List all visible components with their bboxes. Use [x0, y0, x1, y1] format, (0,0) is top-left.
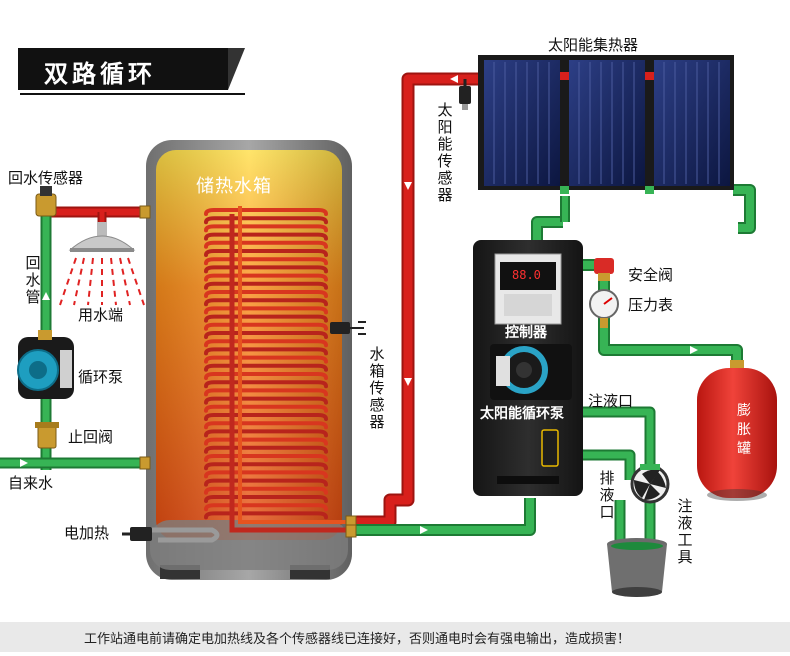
safety-valve [594, 258, 614, 281]
coil-turn [204, 347, 328, 356]
hot-user-pipe [46, 206, 142, 230]
label-fill-port: 注液口 [588, 392, 634, 410]
coil-turn [204, 331, 328, 339]
coil-turn [204, 257, 328, 266]
label-controller: 控制器 [505, 325, 547, 341]
cold-pipes [0, 184, 756, 545]
title-banner [18, 48, 245, 95]
label-tank: 储热水箱 [196, 176, 272, 197]
check-valve [35, 422, 59, 449]
label-heater: 电加热 [64, 524, 110, 542]
return-sensor-valve [35, 186, 57, 217]
coil-turn [204, 281, 328, 290]
tank-sensor-probe [330, 321, 366, 335]
tank-fittings [139, 205, 357, 538]
coil-turn [204, 486, 328, 495]
coil-turn [204, 249, 328, 257]
coil-turn [204, 380, 328, 389]
coil-turn [204, 208, 328, 216]
coil-turn [204, 372, 328, 380]
coil-turn [204, 273, 328, 282]
coil-turn [204, 511, 328, 520]
label-circ-pump: 循环泵 [78, 368, 124, 386]
label-return-sensor: 回水传感器 [8, 169, 84, 187]
coil-turn [204, 216, 328, 225]
label-collector: 太阳能集热器 [548, 36, 639, 54]
circulation-pump [17, 330, 74, 399]
coil-turn [204, 306, 328, 315]
label-safety-valve: 安全阀 [628, 266, 674, 284]
expansion-vessel [697, 360, 777, 501]
coil-turn [204, 339, 328, 348]
coil-turn [204, 363, 328, 372]
coil-turn [204, 503, 328, 512]
coil-turn [204, 454, 328, 462]
coil-turn [204, 470, 328, 479]
gauge-icon [589, 289, 619, 328]
coil-turn [204, 413, 328, 421]
coil-turn [204, 290, 328, 298]
warning-bar [0, 622, 790, 652]
label-return-pipe: 回水管 [25, 254, 41, 306]
coil-turn [204, 404, 328, 413]
coil-turn [204, 478, 328, 487]
coil-turn [204, 265, 328, 274]
coil-turn [204, 240, 328, 249]
coil-turn [204, 437, 328, 446]
label-solar-pump: 太阳能循环泵 [480, 406, 564, 422]
electric-heater [122, 527, 220, 543]
page-title: 双路循环 [44, 60, 156, 88]
coil-turn [204, 314, 328, 323]
label-solar-sensor: 太阳能传感器 [437, 101, 453, 204]
label-pressure-gauge: 压力表 [628, 296, 674, 314]
coil-pipes [229, 206, 352, 533]
solar-collector [478, 55, 734, 194]
label-drain-port: 排液口 [599, 469, 615, 521]
heat-exchanger-coil [204, 208, 328, 520]
label-tap-water: 自来水 [8, 474, 54, 492]
label-fill-tool: 注液工具 [677, 497, 693, 566]
coil-turn [204, 421, 328, 430]
pump-station [473, 240, 583, 496]
fill-bucket [607, 538, 667, 597]
coil-turn [204, 429, 328, 438]
coil-turn [204, 388, 328, 397]
label-check-valve: 止回阀 [68, 428, 114, 446]
lcd-display: 88.0 [512, 268, 541, 282]
coil-turn [204, 232, 328, 241]
coil-turn [204, 322, 328, 331]
label-expansion: 膨胀罐 [737, 403, 751, 457]
label-shower: 用水端 [78, 306, 124, 324]
fill-pump-icon [630, 464, 670, 504]
coil-turn [204, 298, 328, 307]
warning-text: 工作站通电前请确定电加热线及各个传感器线已连接好，否则通电时会有强电输出，造成损… [84, 632, 631, 647]
coil-turn [204, 396, 328, 405]
solar-sensor-probe [459, 79, 471, 110]
shower-head-icon [59, 222, 145, 306]
hot-pipe-loop [345, 72, 485, 529]
coil-turn [204, 224, 328, 233]
coil-turn [204, 445, 328, 454]
coil-turn [204, 495, 328, 503]
coil-turn [204, 355, 328, 364]
label-tank-sensor: 水箱传感器 [369, 345, 385, 431]
coil-turn [204, 462, 328, 471]
